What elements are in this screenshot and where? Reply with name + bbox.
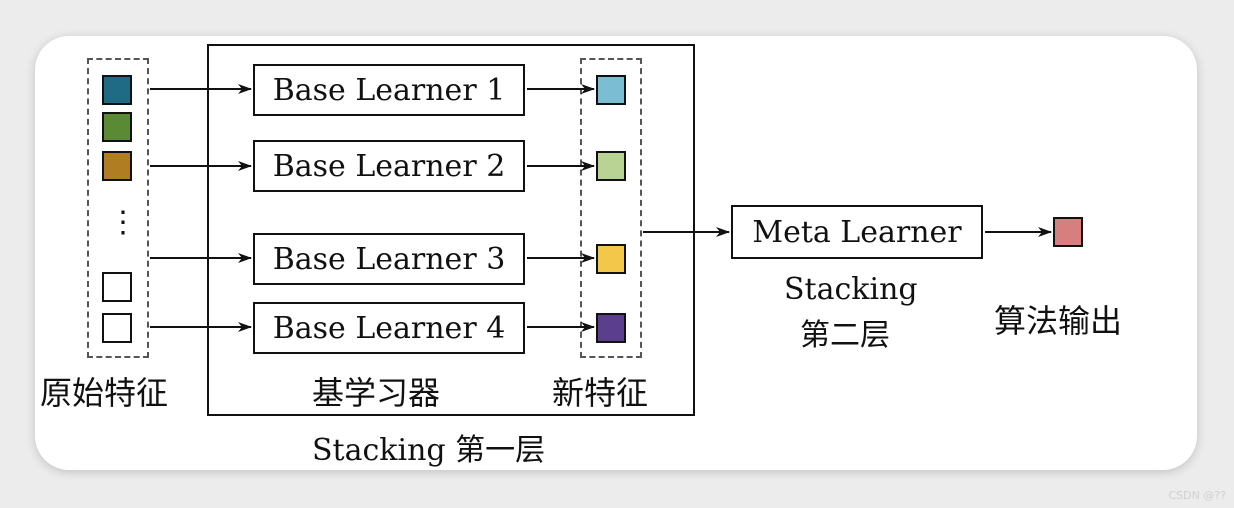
original-feature-empty-2 [102,313,132,343]
stacking-layer2-label-line2: 第二层 [800,318,890,353]
stacking-layer1-label: Stacking 第一层 [312,433,546,468]
base-learners-label: 基学习器 [312,374,441,412]
new-feature-2 [596,151,626,181]
original-feature-empty-1 [102,272,132,302]
base-learner-1: Base Learner 1 [253,64,525,116]
original-feature-1 [102,75,132,105]
meta-learner: Meta Learner [731,205,983,259]
output-square [1053,217,1083,247]
original-features-label: 原始特征 [40,374,169,412]
watermark: CSDN @?? [1168,489,1226,502]
new-feature-1 [596,75,626,105]
base-learner-4: Base Learner 4 [253,302,525,354]
new-feature-3 [596,244,626,274]
output-label: 算法输出 [994,302,1123,340]
original-feature-2 [102,112,132,142]
base-learner-2: Base Learner 2 [253,140,525,192]
base-learner-3: Base Learner 3 [253,233,525,285]
original-feature-3 [102,151,132,181]
original-features-group [87,58,149,358]
stacking-layer1-box [207,44,695,416]
new-features-group [580,58,642,358]
new-feature-4 [596,313,626,343]
stacking-layer2-label-line1: Stacking [784,272,918,307]
new-features-label: 新特征 [552,374,649,412]
